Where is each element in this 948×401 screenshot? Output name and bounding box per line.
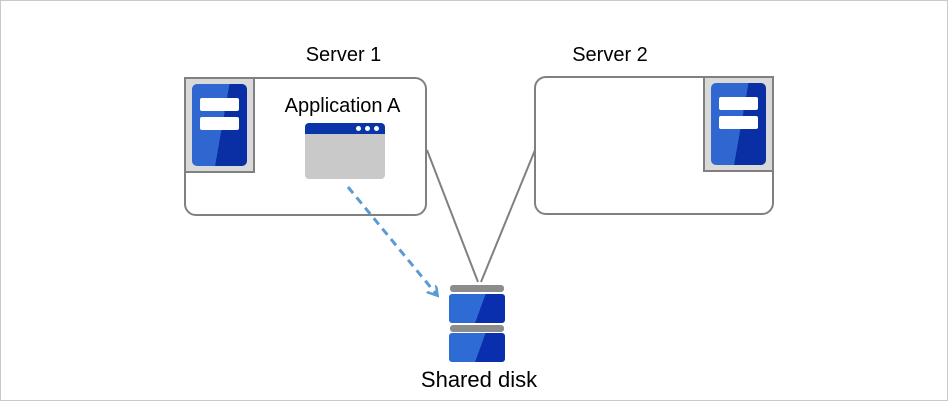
server2-label: Server 2 <box>572 44 648 66</box>
connector-server1-disk <box>426 149 479 283</box>
server2-icon-plate <box>703 76 774 172</box>
tower-slot <box>719 116 758 129</box>
app-window-titlebar <box>305 123 385 134</box>
tower-slot <box>200 117 239 130</box>
shared-disk-label: Shared disk <box>420 367 538 392</box>
disk-stack-icon <box>450 285 504 292</box>
app-window-body <box>305 134 385 179</box>
tower-slot <box>719 97 758 110</box>
app-window-icon <box>305 123 385 179</box>
window-dot-icon <box>365 126 370 131</box>
disk-stack-icon <box>449 294 505 323</box>
disk-stack-icon <box>450 325 504 332</box>
connector-server2-disk <box>480 149 536 283</box>
server-tower-icon <box>711 83 766 165</box>
window-dot-icon <box>374 126 379 131</box>
disk-stack-icon <box>449 333 505 362</box>
window-dot-icon <box>356 126 361 131</box>
application-a-label: Application A <box>284 95 401 117</box>
tower-slot <box>200 98 239 111</box>
server1-label: Server 1 <box>305 44 382 66</box>
server1-icon-plate <box>184 77 255 173</box>
server-tower-icon <box>192 84 247 166</box>
